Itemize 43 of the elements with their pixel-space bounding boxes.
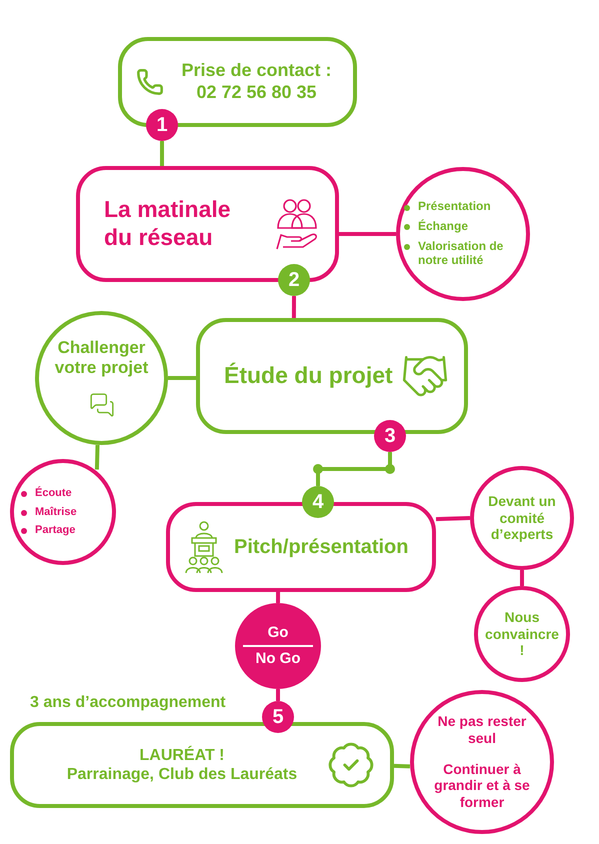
connector-line (292, 296, 296, 318)
step-number: 3 (384, 424, 396, 448)
step-badge (374, 420, 406, 452)
box-title: Étude du projet (224, 362, 393, 390)
circle-text: Devant un comité d’experts (487, 492, 557, 544)
circle-text: Challenger votre projet (54, 338, 150, 378)
step-number: 2 (288, 268, 300, 292)
bullet-item: Présentation (404, 200, 522, 214)
connector-line (168, 376, 196, 380)
connector-line (160, 141, 164, 166)
connector-line (313, 452, 395, 486)
bullet-item: Partage (21, 524, 105, 537)
step-badge (146, 109, 178, 141)
step-badge (278, 264, 310, 296)
connector-line (276, 689, 280, 701)
bullet-item: Écoute (21, 487, 105, 500)
box-title: Pitch/présentation (234, 535, 408, 559)
step-number: 1 (156, 113, 168, 137)
circle-text: Nous convaincre ! (485, 608, 559, 660)
circle-text: Continuer à grandir et à se former (433, 760, 531, 811)
step-badge (262, 701, 294, 733)
bullet-item: Valorisation de notre utilité (404, 240, 522, 268)
step-number: 5 (272, 705, 284, 729)
rounded-box (10, 722, 394, 808)
step-badge (302, 486, 334, 518)
decision-text: No Go (256, 650, 300, 668)
box-subtitle: 02 72 56 80 35 (196, 82, 317, 104)
circle-text: Ne pas rester seul (436, 713, 528, 747)
bullet-item: Échange (404, 220, 522, 234)
box-title: LAURÉAT ! (139, 746, 225, 765)
step-number: 4 (312, 490, 324, 514)
connector-line (94, 444, 100, 470)
connector-line (520, 570, 524, 586)
bullet-item: Maîtrise (21, 506, 105, 518)
connector-line (394, 764, 410, 768)
connector-line (276, 592, 280, 603)
box-title: La matinale du réseau (104, 196, 232, 252)
box-subtitle: Parrainage, Club des Lauréats (66, 765, 298, 784)
connector-line (339, 232, 396, 236)
duration-text: 3 ans d’accompagnement (30, 694, 226, 712)
connector-line (436, 516, 470, 522)
box-title: Prise de contact : (181, 60, 332, 82)
decision-text: Go (268, 624, 288, 642)
